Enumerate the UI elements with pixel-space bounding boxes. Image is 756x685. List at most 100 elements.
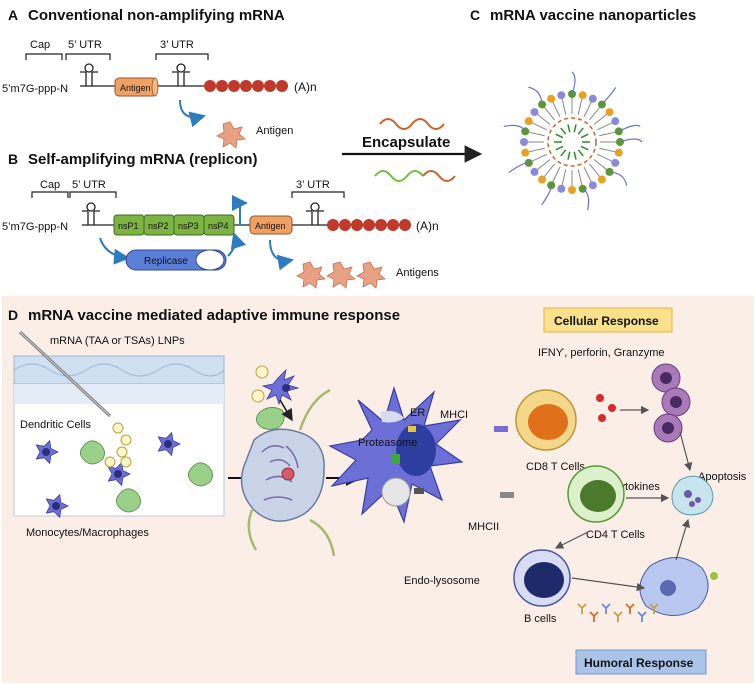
panel-d-title: mRNA vaccine mediated adaptive immune re…	[28, 307, 400, 324]
mrna-wave-orange-2-icon	[422, 170, 456, 182]
panel-a-stem-loop-3utr-icon	[172, 63, 190, 86]
lipid-head	[588, 94, 597, 103]
panel-b-nsp1-label: nsP1	[118, 221, 139, 231]
mhcii-complex-icon	[414, 488, 424, 494]
peg-chain	[601, 87, 617, 105]
lipid-head	[524, 117, 533, 126]
encapsulated-mrna	[547, 117, 597, 167]
cd4-to-bcell-arrow	[554, 531, 589, 549]
core-lipid	[560, 149, 567, 157]
tcr-cd4-contact-icon	[500, 492, 514, 498]
panel-b-amplification-arrow	[227, 232, 247, 257]
peg-chain	[609, 171, 628, 186]
macrophage-icon	[116, 488, 141, 513]
peg-chain	[528, 86, 543, 105]
humoral-response-badge	[575, 649, 707, 675]
antibodies-cluster	[577, 603, 659, 622]
antibody-icon	[649, 603, 659, 614]
panel-b-antigen-translation-arrow	[269, 239, 294, 271]
panel-a-polya-beads	[204, 80, 288, 92]
lnp-particle-icon	[116, 446, 128, 458]
mhci-complex-icon	[408, 426, 416, 432]
panel-b-antigen-star-1-icon	[296, 261, 326, 289]
panel-b-translation-arrow	[99, 237, 130, 265]
tcr-cd8-contact-icon	[494, 426, 508, 432]
dendritic-nucleus	[42, 448, 50, 456]
panel-a-prefix: 5’m7G-ppp-N	[2, 83, 68, 95]
antibody-icon	[601, 603, 611, 614]
antibody-icon	[637, 611, 647, 622]
core-lipid	[580, 145, 589, 151]
panel-a-letter: A	[8, 7, 18, 23]
mrna-wave-green-icon	[374, 170, 424, 182]
proteasome-icon	[392, 454, 400, 464]
core-lipid	[573, 151, 577, 160]
panel-b-antigen-star-2-icon	[326, 261, 356, 289]
panel-a-title: Conventional non-amplifying mRNA	[28, 7, 285, 24]
panel-b-antigen-star-3-icon	[356, 261, 386, 289]
core-lipid	[567, 151, 571, 160]
cytokine-dot-icon	[598, 414, 606, 422]
antigen-presenting-cell	[328, 385, 464, 525]
lipid-nanoparticle-icon	[503, 71, 643, 211]
migration-arrow	[279, 399, 293, 422]
panel-b-utr5-bracket	[69, 191, 117, 198]
peg-chain	[618, 124, 641, 132]
core-lipid	[560, 127, 567, 135]
panel-a-antigen-cylinder: Antigen	[114, 77, 159, 97]
mhcii-label: MHCII	[468, 521, 499, 533]
migrating-macrophage-icon	[256, 407, 285, 430]
panel-a-antigen-star-icon	[216, 121, 246, 149]
dendritic-nucleus	[52, 502, 60, 510]
panel-b-polya-label: (A)n	[416, 219, 439, 233]
migrating-dendritic-cell-icon	[261, 368, 300, 406]
antibody-icon	[577, 603, 587, 614]
panel-b-antigen-cylinder: Antigen	[249, 215, 293, 235]
panel-d-letter: D	[8, 307, 18, 323]
lipid-head	[557, 184, 566, 193]
lipid-head	[538, 175, 547, 184]
apoptosis-label: Apoptosis	[698, 471, 747, 483]
lipid-head	[568, 186, 576, 194]
endo-lysosome-label: Endo-lysosome	[404, 575, 480, 587]
macrophage-icon	[80, 440, 105, 465]
mrna-wave-orange-icon	[379, 118, 445, 130]
panel-b-nsp-cylinders: nsP1 nsP2 nsP3 nsP4	[113, 214, 235, 236]
lymph-node-icon	[240, 388, 336, 557]
peg-chain	[503, 124, 526, 132]
panel-b: B Self-amplifying mRNA (replicon) Cap 5’…	[2, 151, 439, 289]
panel-a-antigen-box-label: Antigen	[120, 83, 151, 93]
panel-a-stem-loop-5utr-icon	[80, 63, 98, 86]
lipid-head	[530, 108, 539, 117]
lipid-head	[530, 167, 539, 176]
panel-b-utr5-label: 5’ UTR	[72, 179, 106, 191]
lnp-particle-icon	[120, 434, 132, 446]
lnp-particle-icon	[251, 389, 265, 403]
humoral-response-label: Humoral Response	[584, 656, 694, 670]
peg-chain	[582, 188, 590, 211]
panel-b-cap-label: Cap	[40, 179, 60, 191]
core-lipid	[555, 133, 564, 139]
lnp-particle-icon	[104, 456, 116, 468]
cellular-response-label: Cellular Response	[554, 314, 659, 328]
core-lipid	[567, 124, 571, 133]
panel-b-stem-loop-5utr-icon	[82, 202, 100, 225]
antibody-icon	[625, 603, 635, 614]
encapsulate-label: Encapsulate	[362, 134, 450, 151]
cytokine-dot-icon	[608, 404, 616, 412]
lipid-head	[597, 175, 606, 184]
lipid-head	[547, 94, 556, 103]
panel-b-replicase-capsule: Replicase	[125, 249, 227, 271]
panel-a-cap-bracket	[25, 53, 63, 60]
panel-b-letter: B	[8, 151, 18, 167]
cellular-response-badge	[543, 307, 673, 333]
apoptotic-cell-icon	[671, 475, 714, 516]
panel-a: A Conventional non-amplifying mRNA Cap 5…	[2, 7, 317, 149]
panel-b-subgenomic-promoter-arrow	[232, 195, 248, 225]
core-lipid	[577, 127, 584, 135]
ifn-label: IFNϒ, perforin, Granzyme	[538, 347, 664, 359]
panel-b-prefix: 5’m7G-ppp-N	[2, 221, 68, 233]
er-label: ER	[410, 407, 425, 419]
